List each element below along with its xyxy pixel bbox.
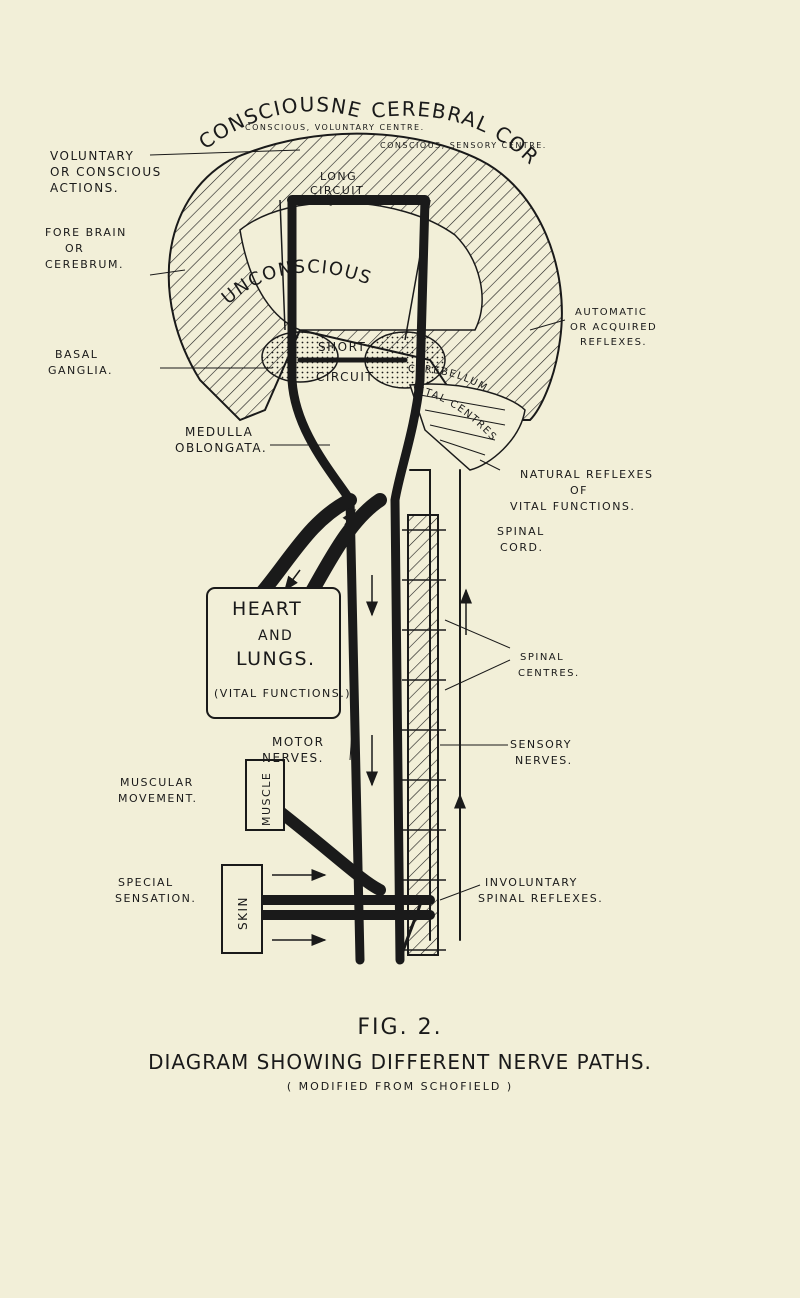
short-circuit-label-2: CIRCUIT bbox=[316, 370, 374, 384]
medulla-label-1: MEDULLA bbox=[185, 425, 253, 439]
involuntary-reflexes-label-2: SPINAL REFLEXES. bbox=[478, 892, 603, 905]
nerve-paths bbox=[250, 195, 461, 965]
figure-title: DIAGRAM SHOWING DIFFERENT NERVE PATHS. bbox=[148, 1050, 652, 1074]
natural-reflexes-label-1: NATURAL REFLEXES bbox=[520, 468, 653, 481]
spinal-cord-label-1: SPINAL bbox=[497, 525, 545, 538]
figure-number: FIG. 2. bbox=[357, 1015, 443, 1040]
spinal-centres-label-1: SPINAL bbox=[520, 652, 564, 663]
muscle-label: MUSCLE bbox=[260, 772, 273, 826]
spinal-centres-label-2: CENTRES. bbox=[518, 668, 580, 679]
automatic-label-1: AUTOMATIC bbox=[575, 307, 647, 318]
path-arrows bbox=[272, 194, 472, 946]
special-sensation-label-1: SPECIAL bbox=[118, 876, 174, 889]
fore-brain-label-3: CEREBRUM. bbox=[45, 258, 124, 271]
motor-nerves-label-2: NERVES. bbox=[262, 751, 324, 765]
skin-label: SKIN bbox=[236, 896, 250, 930]
voluntary-actions-label-1: VOLUNTARY bbox=[50, 149, 134, 163]
muscle-box bbox=[245, 759, 285, 831]
medulla-label-2: OBLONGATA. bbox=[175, 441, 267, 455]
automatic-label-2: OR ACQUIRED bbox=[570, 322, 657, 333]
heart-label-3: LUNGS. bbox=[236, 648, 316, 670]
automatic-label-3: REFLEXES. bbox=[580, 337, 647, 348]
short-circuit-label-1: SHORT bbox=[318, 340, 366, 354]
leader-lines bbox=[149, 149, 566, 901]
figure-subtitle: ( MODIFIED FROM SCHOFIELD ) bbox=[286, 1080, 514, 1093]
sensory-nerves-label-2: NERVES. bbox=[515, 754, 573, 767]
spinal-cord bbox=[402, 514, 446, 956]
sensory-centre-label: CONSCIOUS, SENSORY CENTRE. bbox=[380, 141, 547, 150]
nerve-paths-diagram: CONSCIOUSNESS CEREBRAL CORTEX UNCONSCIOU… bbox=[0, 0, 657, 965]
involuntary-reflexes-label-1: INVOLUNTARY bbox=[485, 876, 578, 889]
motor-nerves-label-1: MOTOR bbox=[272, 735, 324, 749]
heart-label-4: (VITAL FUNCTIONS.) bbox=[214, 687, 351, 700]
voluntary-centre-label: CONSCIOUS, VOLUNTARY CENTRE. bbox=[245, 123, 425, 132]
voluntary-actions-label-2: OR CONSCIOUS bbox=[50, 165, 162, 179]
muscular-movement-label-1: MUSCULAR bbox=[120, 776, 194, 789]
long-circuit-label-1: LONG bbox=[320, 170, 357, 183]
natural-reflexes-label-2: OF bbox=[570, 484, 588, 497]
skin-box bbox=[221, 864, 263, 954]
natural-reflexes-label-3: VITAL FUNCTIONS. bbox=[510, 500, 635, 513]
long-circuit-label-2: CIRCUIT bbox=[310, 184, 364, 197]
heart-label-2: AND bbox=[258, 628, 293, 644]
fore-brain-label-1: FORE BRAIN bbox=[45, 226, 127, 239]
heart-lungs-box bbox=[206, 587, 341, 719]
heart-label-1: HEART bbox=[232, 598, 302, 620]
special-sensation-label-2: SENSATION. bbox=[115, 892, 196, 905]
basal-ganglia-label-2: GANGLIA. bbox=[48, 364, 113, 377]
spinal-cord-label-2: CORD. bbox=[500, 541, 543, 554]
basal-ganglia-label-1: BASAL bbox=[55, 348, 98, 361]
muscular-movement-label-2: MOVEMENT. bbox=[118, 792, 198, 805]
fore-brain-label-2: OR bbox=[65, 242, 84, 255]
cerebellum-shape bbox=[408, 383, 526, 471]
sensory-nerves-label-1: SENSORY bbox=[510, 738, 572, 751]
voluntary-actions-label-3: ACTIONS. bbox=[50, 181, 119, 195]
